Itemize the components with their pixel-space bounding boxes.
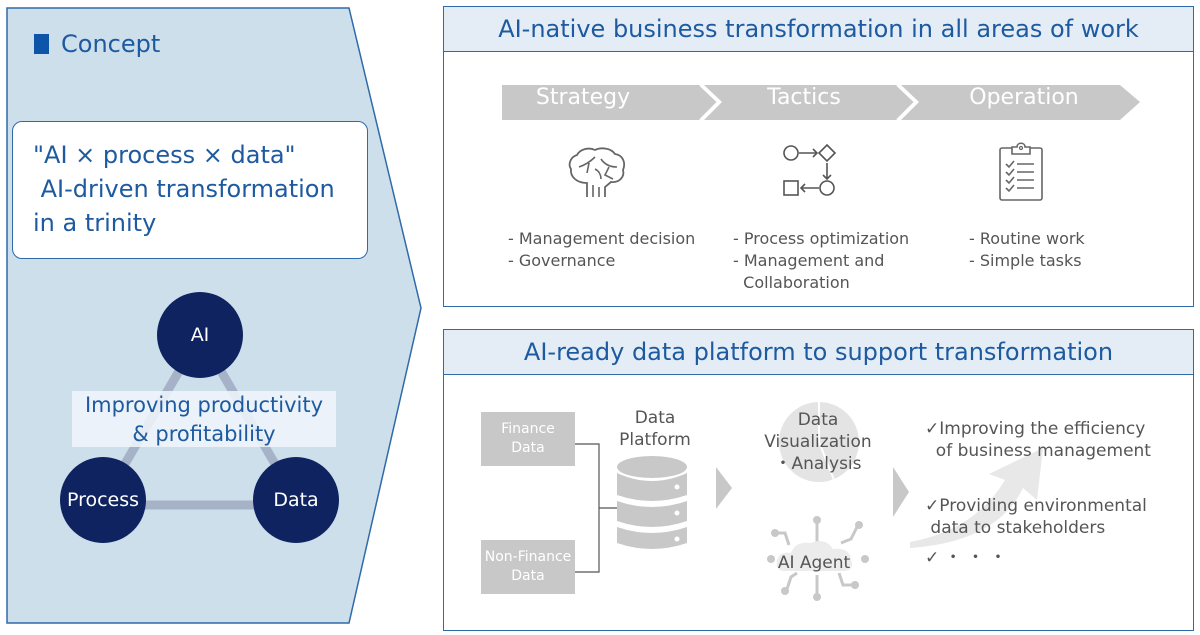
bullet-item: - Routine work bbox=[969, 229, 1085, 248]
source-label-line: Data bbox=[511, 568, 545, 584]
database-icon bbox=[617, 456, 687, 549]
platform-label-line: Data bbox=[634, 408, 676, 428]
bullet-item: - Process optimization bbox=[733, 229, 910, 248]
result-item-efficiency: ✓Improving the efficiency of business ma… bbox=[925, 418, 1151, 462]
chevron-tactics bbox=[704, 85, 915, 120]
chevron-strategy bbox=[502, 85, 718, 120]
source-label-line: Data bbox=[511, 440, 545, 456]
bullet-item: - Management decision bbox=[508, 229, 696, 248]
clipboard-checklist-icon bbox=[999, 142, 1043, 201]
platform-label-line: Platform bbox=[619, 430, 691, 450]
center-label-line: Improving productivity bbox=[84, 393, 324, 417]
tactics-bullets: - Process optimization - Management and … bbox=[733, 228, 909, 294]
bullet-item: - Simple tasks bbox=[969, 251, 1082, 270]
source-label-line: Finance bbox=[501, 421, 555, 437]
flow-arrow-1 bbox=[716, 467, 732, 509]
ai-agent-label: AI Agent bbox=[777, 553, 851, 573]
bullet-item: - Governance bbox=[508, 251, 616, 270]
stage-label-operation: Operation bbox=[969, 85, 1079, 110]
trinity-node-data: Data bbox=[253, 457, 339, 543]
transformation-panel-title: AI-native business transformation in all… bbox=[444, 7, 1193, 52]
platform-panel-title: AI-ready data platform to support transf… bbox=[444, 330, 1193, 375]
use-label-line: ・Analysis bbox=[774, 454, 862, 474]
stage-label-tactics: Tactics bbox=[767, 85, 841, 110]
heading-marker-icon bbox=[34, 34, 49, 54]
result-line: ✓ ・ ・ ・ bbox=[925, 548, 1007, 568]
result-line: of business management bbox=[925, 441, 1151, 461]
stage-label-strategy: Strategy bbox=[535, 85, 631, 110]
transformation-panel: AI-native business transformation in all… bbox=[443, 6, 1194, 307]
result-line: ✓Providing environmental bbox=[925, 496, 1147, 516]
bullet-item: - Management and bbox=[733, 251, 885, 270]
concept-heading-text: Concept bbox=[61, 30, 161, 58]
chevron-operation bbox=[901, 85, 1140, 120]
operation-bullets: - Routine work - Simple tasks bbox=[969, 228, 1085, 272]
stage-chevrons bbox=[502, 84, 1140, 121]
tagline-line: "AI × process × data" bbox=[33, 141, 296, 169]
center-label-line: & profitability bbox=[132, 422, 276, 446]
use-label-line: Visualization bbox=[764, 432, 872, 452]
growth-curve-arrow-icon bbox=[910, 448, 1043, 548]
concept-heading: Concept bbox=[34, 30, 160, 58]
result-line: ✓Improving the efficiency bbox=[925, 419, 1146, 439]
tagline-line: AI-driven transformation bbox=[33, 175, 335, 203]
concept-tagline-box: "AI × process × data" AI-driven transfor… bbox=[12, 121, 368, 259]
bullet-item: Collaboration bbox=[733, 273, 850, 292]
source-non-finance-data: Non-Finance Data bbox=[481, 540, 575, 594]
strategy-bullets: - Management decision - Governance bbox=[508, 228, 695, 272]
result-line: data to stakeholders bbox=[925, 518, 1106, 538]
ai-network-icon bbox=[767, 516, 869, 601]
trinity-node-ai: AI bbox=[157, 292, 243, 378]
result-item-environmental: ✓Providing environmental data to stakeho… bbox=[925, 495, 1147, 539]
tagline-line: in a trinity bbox=[33, 209, 157, 237]
flow-arrow-2 bbox=[893, 467, 909, 517]
source-finance-data: Finance Data bbox=[481, 412, 575, 466]
trinity-node-process: Process bbox=[60, 457, 146, 543]
brain-icon bbox=[568, 147, 626, 197]
use-label-line: Data bbox=[797, 410, 839, 430]
data-platform-label: Data Platform bbox=[610, 407, 700, 451]
pie-chart-icon bbox=[779, 402, 859, 482]
trinity-center-label: Improving productivity & profitability bbox=[72, 391, 336, 447]
result-item-more: ✓ ・ ・ ・ bbox=[925, 547, 1006, 569]
source-label-line: Non-Finance bbox=[484, 549, 572, 565]
process-flow-icon bbox=[783, 143, 837, 196]
data-visualization-label: Data Visualization ・Analysis bbox=[758, 409, 878, 475]
